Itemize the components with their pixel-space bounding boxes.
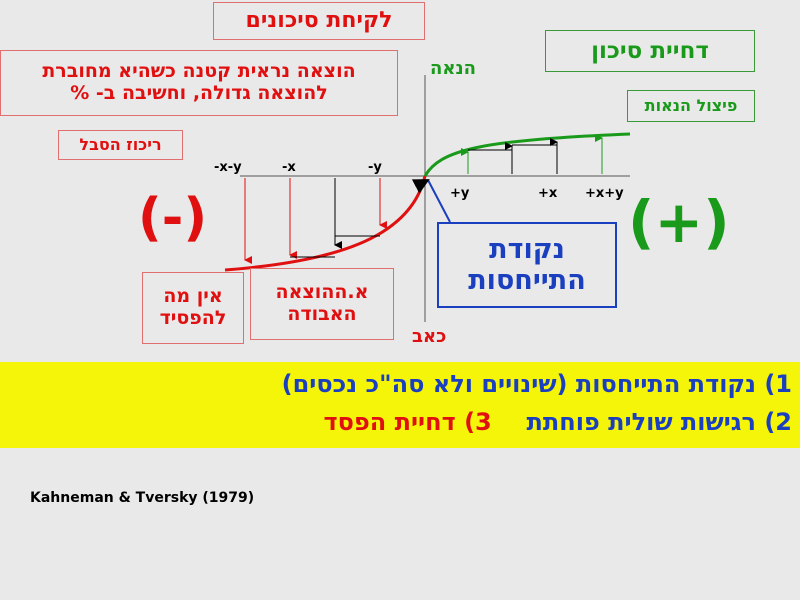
lost-expense-box: א.ההוצאה האבודה	[250, 268, 394, 340]
loss-curve	[224, 175, 427, 272]
risk-taking-title: לקיחת סיכונים	[213, 2, 425, 40]
plus-sign: (+)	[628, 188, 730, 256]
reference-pointer	[411, 179, 451, 223]
tick-pos-xy: +x+y	[585, 186, 624, 201]
citation: Kahneman & Tversky (1979)	[30, 490, 255, 506]
loss-note-box: הוצאה נראית קטנה כשהיא מחוברת להוצאה גדו…	[0, 50, 398, 116]
axis-pain-label: כאב	[412, 326, 447, 347]
gain-curve	[423, 132, 631, 177]
summary-point-1: 1) נקודת התייחסות (שינויים ולא סה"כ נכסי…	[281, 370, 792, 398]
summary-band: 1) נקודת התייחסות (שינויים ולא סה"כ נכסי…	[0, 362, 800, 448]
summary-point-2: 2) רגישות שולית פוחתת	[526, 408, 792, 436]
value-function-diagram	[224, 75, 631, 322]
tick-neg-xy: -x-y	[214, 160, 242, 175]
tick-pos-x: +x	[538, 186, 558, 201]
tick-neg-y: -y	[368, 160, 382, 175]
axis-pleasure-label: הנאה	[430, 58, 476, 79]
pain-focus-box: ריכוז הסבל	[58, 130, 183, 160]
pleasure-spread-box: פיצול הנאות	[627, 90, 755, 122]
summary-point-3: 3) דחיית הפסד	[323, 408, 492, 436]
tick-pos-y: +y	[450, 186, 470, 201]
minus-sign: (-)	[138, 188, 208, 248]
tick-neg-x: -x	[282, 160, 296, 175]
nothing-to-lose-box: אין מה להפסיד	[142, 272, 244, 344]
summary-point-2-3: 2) רגישות שולית פוחתת 3) דחיית הפסד	[324, 408, 792, 436]
reference-point-box: נקודת התייחסות	[437, 222, 617, 308]
risk-aversion-box: דחיית סיכון	[545, 30, 755, 72]
